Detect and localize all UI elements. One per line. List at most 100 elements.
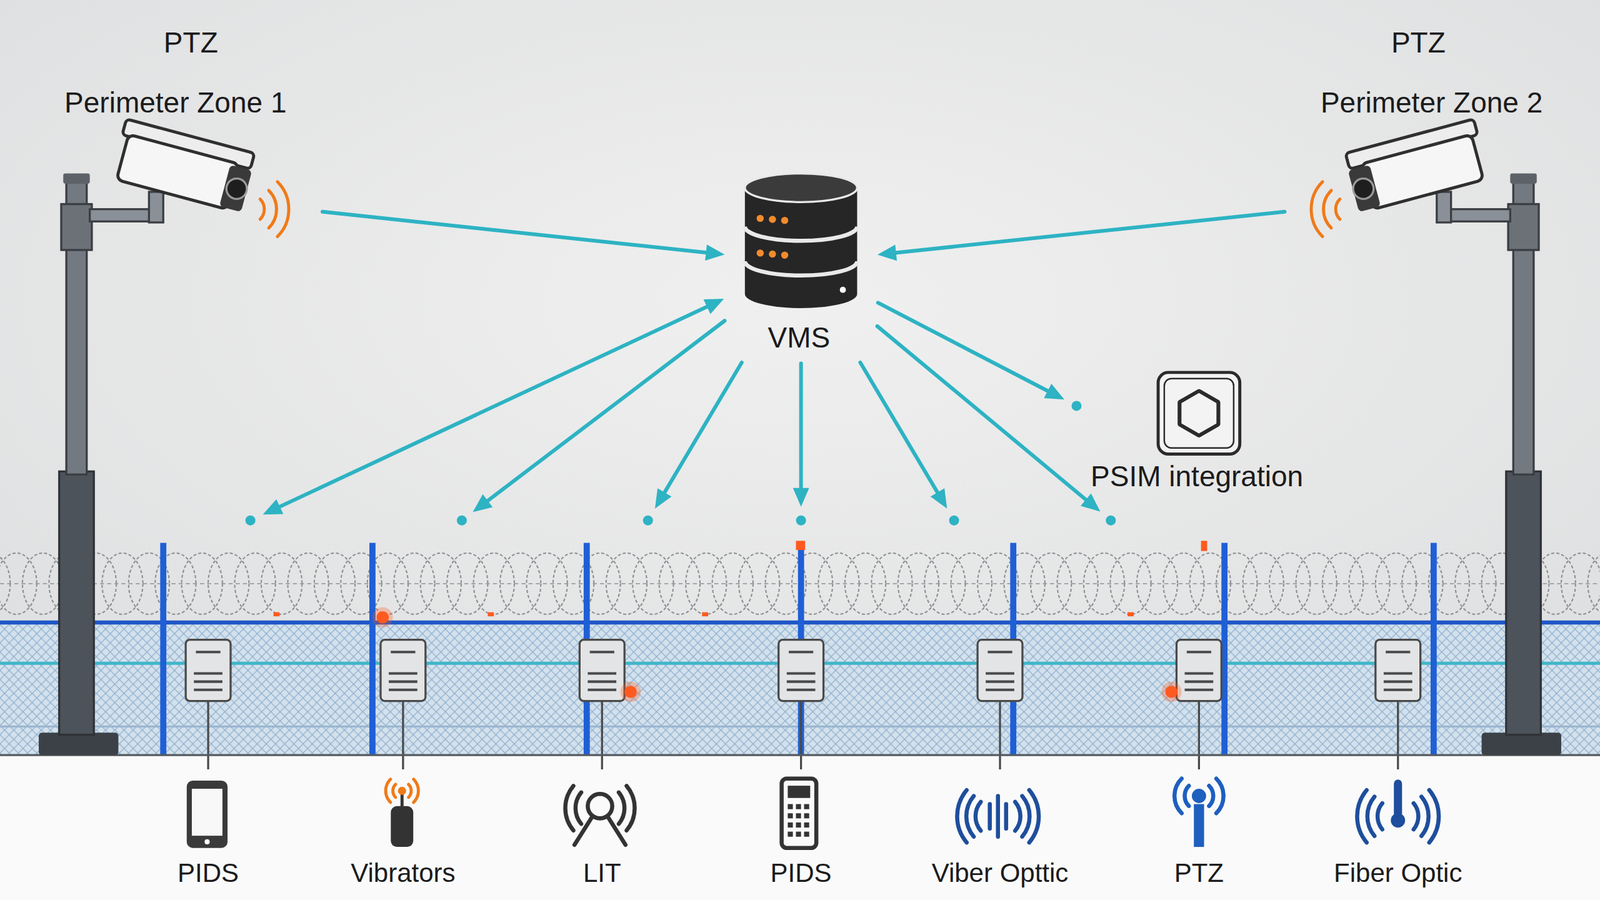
razor-coil bbox=[500, 553, 541, 615]
connector-arrow bbox=[860, 362, 959, 526]
razor-coil bbox=[871, 553, 912, 615]
zone-label: Perimeter Zone 1 bbox=[64, 86, 287, 120]
ground-line bbox=[0, 754, 1600, 757]
sensor-node: PIDS bbox=[116, 520, 300, 897]
keypad-icon bbox=[781, 778, 817, 849]
camera-pole bbox=[1311, 118, 1562, 755]
sensor-stem bbox=[1396, 701, 1399, 770]
sensor-box bbox=[778, 640, 824, 702]
sensor-stem bbox=[1198, 701, 1200, 770]
connector-line bbox=[485, 320, 725, 504]
connector-dot bbox=[1071, 400, 1082, 411]
lit-signal bbox=[565, 785, 574, 830]
sensor-stem bbox=[601, 701, 604, 770]
sensor-grille bbox=[1185, 651, 1214, 690]
vms-server-icon bbox=[745, 173, 858, 309]
sensor-label: LIT bbox=[583, 858, 622, 889]
ptz-camera: PTZ Perimeter Zone 1 bbox=[51, 23, 317, 240]
psim-integration: PSIM integration bbox=[1076, 353, 1322, 497]
connector-line bbox=[799, 363, 804, 492]
sensor-box bbox=[1375, 640, 1421, 702]
lit-signal bbox=[626, 785, 635, 830]
alert-marks bbox=[273, 540, 1208, 702]
psim-knot-part bbox=[1179, 407, 1219, 442]
camera-label: PTZ bbox=[1391, 26, 1446, 60]
psim-icon bbox=[1158, 372, 1240, 455]
ground bbox=[0, 755, 1600, 900]
razor-coil bbox=[685, 553, 727, 615]
arrow-head bbox=[877, 244, 897, 261]
vibration-signal bbox=[385, 779, 391, 803]
fiber-signal bbox=[1413, 803, 1419, 830]
arrow-head bbox=[263, 499, 284, 515]
sensor-label: Fiber Optic bbox=[1333, 858, 1462, 889]
razor-coil bbox=[791, 553, 833, 615]
arrow-head bbox=[472, 494, 493, 512]
ptz-signal bbox=[1174, 778, 1182, 814]
vms-server: VMS bbox=[729, 168, 873, 357]
sensor-stem bbox=[800, 701, 802, 770]
sensor-boxes bbox=[185, 640, 1421, 770]
connector-line bbox=[878, 302, 1052, 393]
sensor-grille bbox=[193, 651, 223, 690]
connector-dot bbox=[949, 515, 960, 526]
connector-arrow bbox=[456, 320, 725, 525]
connector-line bbox=[860, 362, 940, 496]
vibration-signal bbox=[1015, 801, 1020, 831]
sensor-stem bbox=[401, 701, 404, 770]
vibration-signal bbox=[413, 779, 419, 803]
zone-label: Perimeter Zone 2 bbox=[1320, 86, 1543, 120]
razor-coil bbox=[1348, 553, 1390, 615]
arrow-head bbox=[930, 488, 947, 509]
sensor-box bbox=[380, 640, 426, 702]
razor-coil bbox=[606, 553, 647, 615]
arrow-head bbox=[655, 488, 672, 509]
fiber-signal bbox=[1356, 790, 1367, 843]
vibration-signal bbox=[966, 796, 974, 837]
sensor-node: Fiber Optic bbox=[1306, 520, 1490, 897]
razor-coil bbox=[235, 553, 276, 615]
fiber-signal bbox=[1367, 796, 1375, 837]
sensor-node: Vibrators bbox=[311, 520, 495, 897]
connector-arrow bbox=[322, 211, 725, 261]
sensor-grille bbox=[985, 651, 1015, 690]
sensor-node: PIDS bbox=[709, 520, 894, 897]
connector-dot bbox=[796, 515, 807, 526]
sensor-node: PTZ bbox=[1106, 520, 1291, 897]
sensor-grille bbox=[587, 651, 617, 690]
vibration-signal bbox=[1022, 796, 1030, 837]
fence-posts bbox=[160, 543, 1437, 756]
ptz-tower-icon bbox=[1191, 788, 1207, 847]
vibration-signal bbox=[393, 784, 396, 798]
signal-arcs bbox=[385, 778, 1439, 843]
vibration-signal bbox=[975, 801, 981, 831]
fiber-optic-icon bbox=[1390, 783, 1405, 828]
fiber-signal bbox=[1377, 803, 1383, 830]
fiber-signal bbox=[1421, 796, 1429, 837]
connector-line bbox=[662, 362, 742, 496]
connector-dot bbox=[643, 515, 654, 526]
sensor-label: Vibrators bbox=[350, 858, 455, 889]
psim-knot-part bbox=[1179, 401, 1199, 436]
sky-ground bbox=[0, 0, 1600, 755]
lit-signal bbox=[618, 792, 625, 824]
arrow-head bbox=[1080, 493, 1100, 512]
arrow-head bbox=[705, 244, 725, 261]
connector-arrow bbox=[878, 302, 1082, 411]
vibration-signal bbox=[408, 784, 412, 798]
connector-line bbox=[276, 305, 710, 509]
arrow-head bbox=[1043, 383, 1065, 400]
sensor-label: PTZ bbox=[1174, 858, 1224, 889]
connector-line bbox=[892, 211, 1285, 254]
vibration-signal bbox=[956, 790, 967, 843]
sensor-stem bbox=[998, 701, 1001, 770]
camera-label: PTZ bbox=[163, 26, 219, 60]
razor-coil bbox=[1163, 553, 1204, 615]
sensor-box bbox=[977, 640, 1023, 702]
connector-arrow bbox=[877, 211, 1285, 262]
razor-coil bbox=[1056, 553, 1098, 615]
razor-coil bbox=[314, 553, 355, 615]
sensor-node: LIT bbox=[510, 520, 694, 897]
integration-label: PSIM integration bbox=[1090, 460, 1304, 494]
